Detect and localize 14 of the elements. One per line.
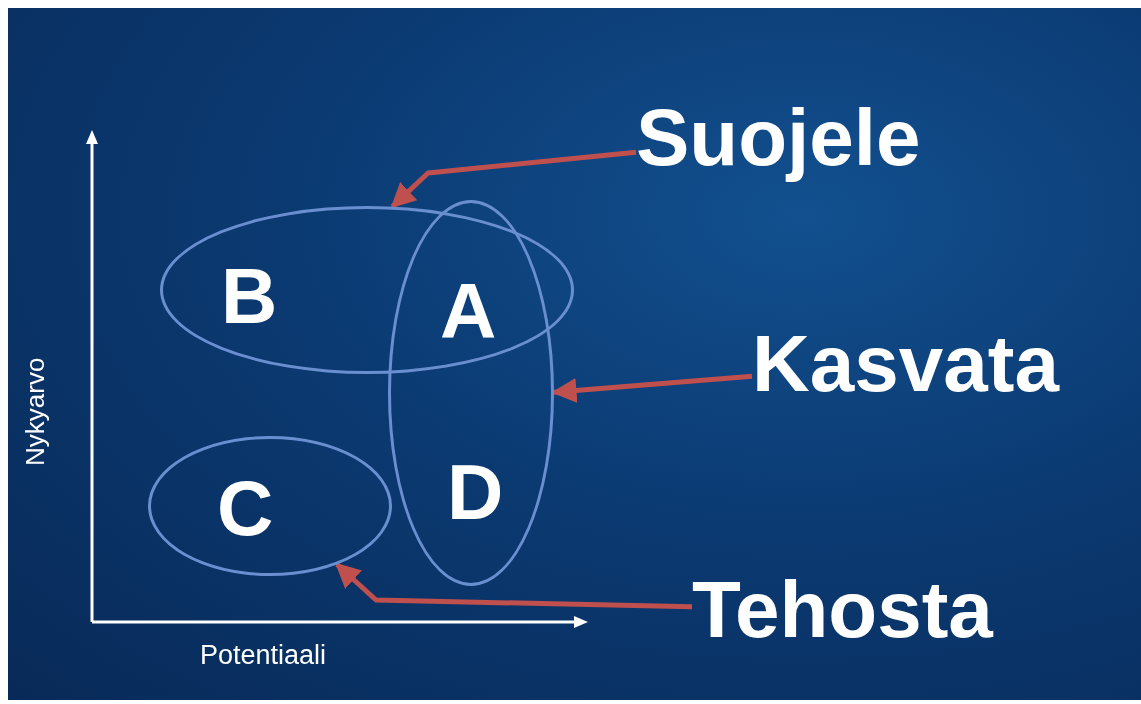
letter-label: A	[440, 266, 497, 357]
axis-label: Nykyarvo	[20, 357, 51, 466]
letter-label: D	[447, 453, 504, 531]
ellipse	[148, 436, 392, 576]
axis-label: Potentiaali	[200, 640, 327, 671]
ellipse	[160, 206, 574, 374]
letter-label: B	[221, 257, 278, 335]
arrow	[551, 373, 753, 403]
action-label: Kasvata	[752, 324, 1059, 404]
letter-label: C	[217, 469, 274, 547]
action-label: Tehosta	[692, 570, 993, 650]
ellipse	[388, 200, 554, 586]
arrow	[390, 149, 637, 209]
arrow	[335, 562, 693, 610]
